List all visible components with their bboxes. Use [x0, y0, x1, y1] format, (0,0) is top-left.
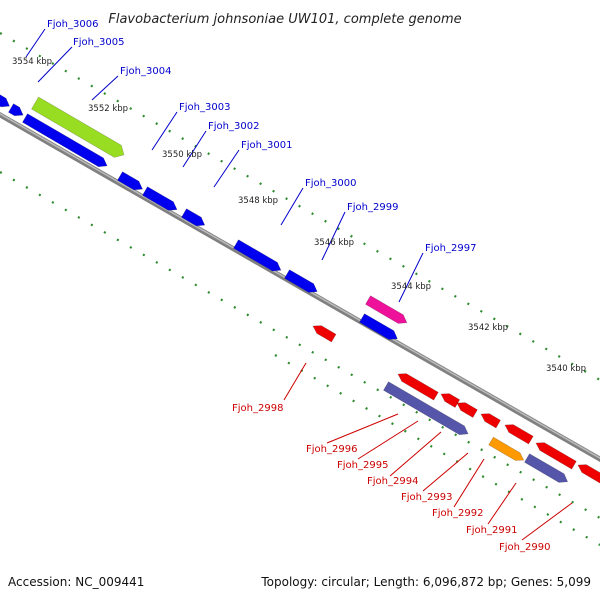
- kbp-label-3542: 3542 kbp: [468, 323, 508, 333]
- top-gene-labels: Fjoh_3006 Fjoh_3005 Fjoh_3004 Fjoh_3003 …: [47, 19, 476, 254]
- gene-arrow-fjoh-2995-feature: [383, 381, 469, 436]
- bottom-gene-labels: Fjoh_2998 Fjoh_2996 Fjoh_2995 Fjoh_2994 …: [232, 403, 550, 553]
- gene-label-fjoh-2997[interactable]: Fjoh_2997: [425, 243, 476, 254]
- gene-label-fjoh-2994[interactable]: Fjoh_2994: [367, 476, 418, 487]
- gene-arrow-fjoh-2991: [535, 442, 577, 470]
- kbp-label-3544: 3544 kbp: [391, 282, 431, 292]
- gene-arrow-fjoh-3001: [142, 186, 178, 211]
- gene-arrow-fjoh-2999: [284, 269, 318, 293]
- kbp-label-3554: 3554 kbp: [12, 57, 52, 67]
- gene-arrow-fjoh-3004: [31, 96, 125, 158]
- leader-line-bottom-7: [521, 502, 573, 541]
- leader-line-top-0: [25, 28, 46, 58]
- gene-arrow-fjoh-3003: [22, 113, 108, 168]
- leader-line-top-3: [151, 111, 178, 151]
- accession-text: Accession: NC_009441: [8, 575, 144, 589]
- gene-label-fjoh-2995[interactable]: Fjoh_2995: [337, 460, 388, 471]
- gene-label-fjoh-2996[interactable]: Fjoh_2996: [306, 444, 357, 455]
- leader-line-top-4: [182, 130, 207, 168]
- tick-row-inner: [0, 171, 600, 519]
- gene-layer: [0, 94, 600, 484]
- genome-summary-text: Topology: circular; Length: 6,096,872 bp…: [260, 575, 591, 589]
- gene-label-fjoh-3000[interactable]: Fjoh_3000: [305, 178, 356, 189]
- gene-label-fjoh-3003[interactable]: Fjoh_3003: [179, 102, 230, 113]
- leader-line-top-8: [398, 252, 424, 303]
- leader-layer: [25, 28, 573, 541]
- gene-arrow-fjoh-2993: [480, 413, 501, 429]
- leader-line-bottom-6: [487, 482, 517, 525]
- gene-arrow-fjoh-3000: [233, 239, 282, 272]
- gene-arrow-fjoh-2998: [312, 325, 337, 343]
- leader-line-bottom-5: [453, 458, 485, 508]
- gene-arrow-fjoh-2995: [440, 393, 461, 408]
- gene-label-fjoh-2999[interactable]: Fjoh_2999: [347, 202, 398, 213]
- gene-label-fjoh-3001[interactable]: Fjoh_3001: [241, 140, 292, 151]
- tick-row-outer: [0, 32, 600, 381]
- gene-arrow-fjoh-2997-lower: [359, 313, 398, 340]
- kbp-labels: 3554 kbp 3552 kbp 3550 kbp 3548 kbp 3546…: [12, 57, 586, 374]
- gene-arrow-fjoh-3006: [0, 94, 10, 108]
- gene-arrow-fjoh-2994: [456, 402, 478, 418]
- gene-arrow-fjoh-2992-feature: [488, 436, 525, 461]
- gene-arrow-fjoh-3005: [8, 103, 24, 117]
- gene-arrow-fjoh-2996: [397, 373, 439, 401]
- kbp-label-3550: 3550 kbp: [162, 150, 202, 160]
- leader-line-bottom-3: [389, 431, 442, 477]
- leader-line-bottom-0: [283, 362, 307, 401]
- leader-line-bottom-2: [357, 420, 419, 460]
- gene-arrow-fjoh-2991-feature: [524, 453, 569, 483]
- gene-arrow-fjoh-3002: [117, 171, 143, 191]
- gene-arrow-fjoh-2992: [504, 424, 534, 445]
- map-title: Flavobacterium johnsoniae UW101, complet…: [108, 12, 461, 27]
- kbp-label-3552: 3552 kbp: [88, 104, 128, 114]
- leader-line-top-1: [37, 46, 73, 83]
- gene-label-fjoh-2993[interactable]: Fjoh_2993: [401, 492, 452, 503]
- tick-layer: [0, 32, 600, 546]
- leader-line-top-2: [91, 75, 119, 101]
- leader-line-top-6: [280, 187, 304, 226]
- kbp-label-3546: 3546 kbp: [314, 238, 354, 248]
- gene-label-fjoh-3006[interactable]: Fjoh_3006: [47, 19, 98, 30]
- leader-line-top-5: [213, 149, 240, 188]
- gene-label-fjoh-2990[interactable]: Fjoh_2990: [499, 542, 550, 553]
- leader-line-bottom-4: [422, 452, 469, 492]
- gene-label-fjoh-2991[interactable]: Fjoh_2991: [466, 525, 517, 536]
- gene-label-fjoh-2992[interactable]: Fjoh_2992: [432, 508, 483, 519]
- gene-label-fjoh-3002[interactable]: Fjoh_3002: [208, 121, 259, 132]
- gene-label-fjoh-2998[interactable]: Fjoh_2998: [232, 403, 283, 414]
- gene-arrow-fjoh-3000a: [181, 208, 206, 227]
- gene-label-fjoh-3005[interactable]: Fjoh_3005: [73, 37, 124, 48]
- kbp-label-3548: 3548 kbp: [238, 196, 278, 206]
- leader-line-bottom-1: [326, 413, 399, 444]
- gene-arrow-fjoh-2990: [577, 464, 600, 484]
- gene-label-fjoh-3004[interactable]: Fjoh_3004: [120, 66, 171, 77]
- kbp-label-3540: 3540 kbp: [546, 364, 586, 374]
- leader-line-top-7: [321, 211, 346, 261]
- gene-arrow-fjoh-2997: [365, 295, 408, 324]
